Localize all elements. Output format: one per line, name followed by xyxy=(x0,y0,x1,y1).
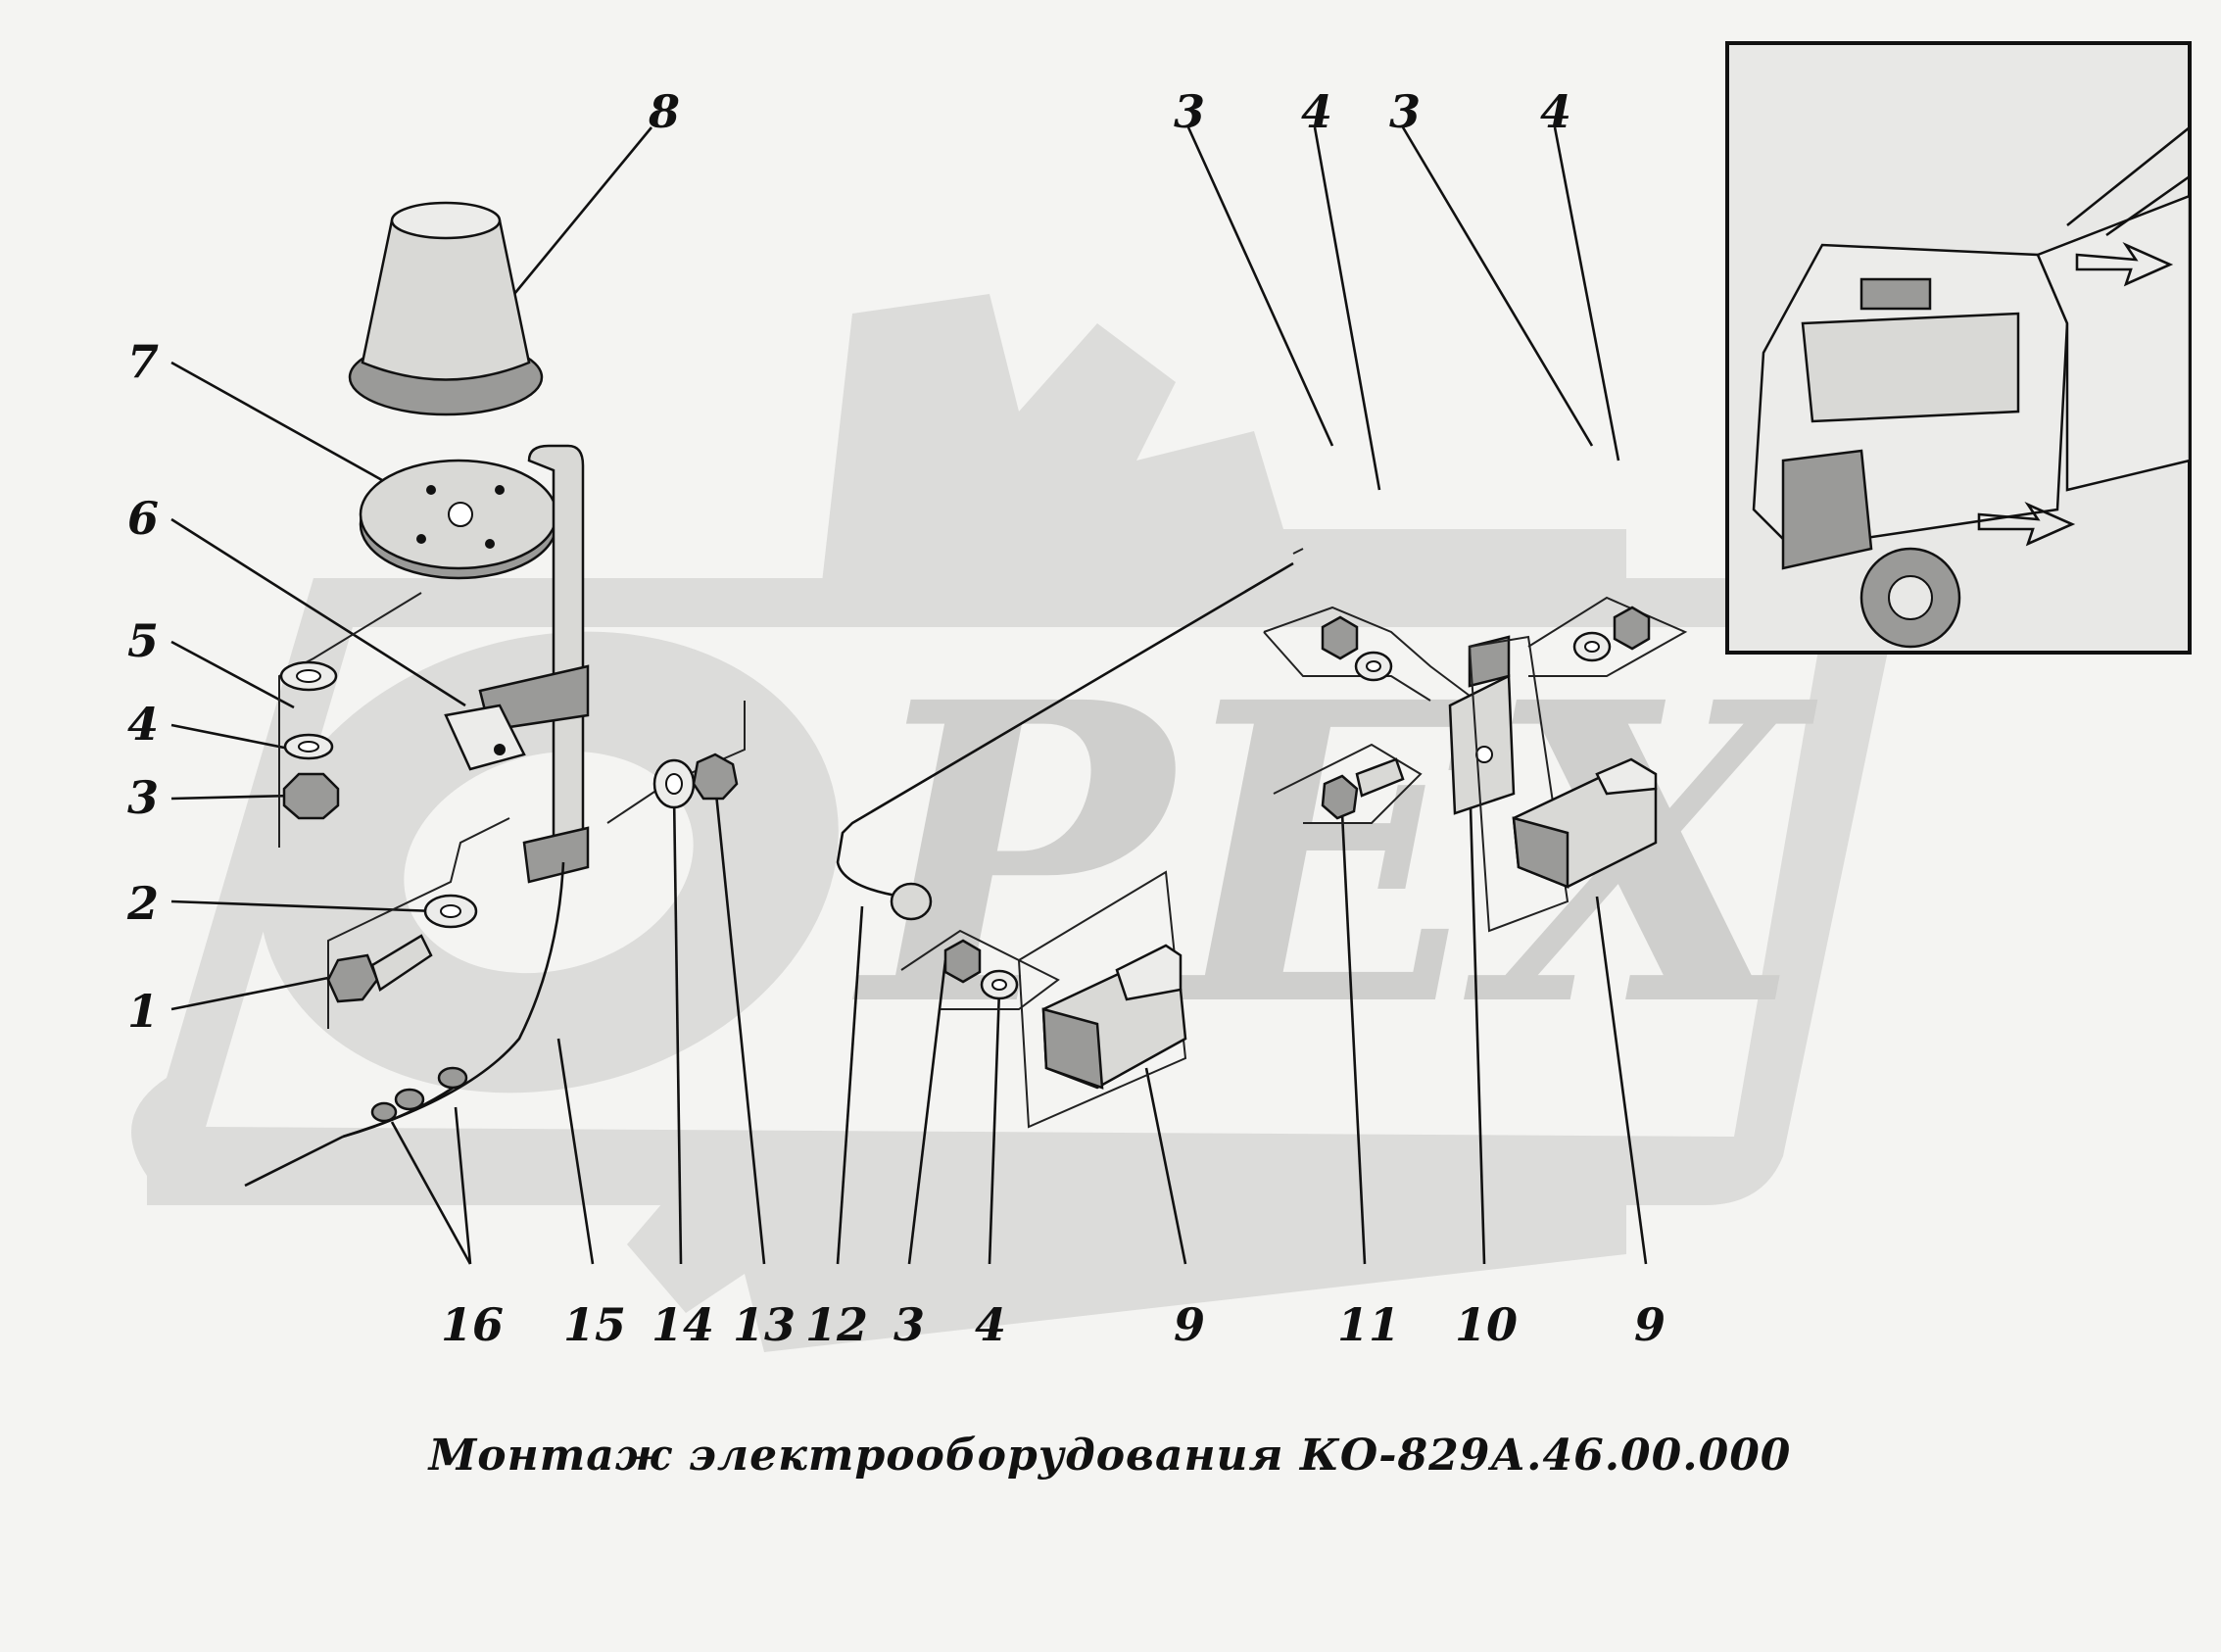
bolt xyxy=(326,934,433,1003)
callout-4-top-a: 4 xyxy=(1301,85,1332,138)
callout-labels: 1 2 3 4 5 6 7 8 3 4 3 4 16 15 14 13 12 3… xyxy=(126,85,1666,1351)
bracket-fasteners xyxy=(652,753,739,809)
callout-14: 14 xyxy=(652,1298,714,1351)
callout-4-bottom: 4 xyxy=(975,1298,1006,1351)
callout-5: 5 xyxy=(127,614,159,667)
callout-9-right: 9 xyxy=(1634,1298,1666,1351)
top-fasteners xyxy=(1321,606,1651,682)
callout-3-top-a: 3 xyxy=(1174,85,1205,138)
mounting-disc xyxy=(359,459,558,580)
clamp-plate xyxy=(444,704,526,771)
callout-3: 3 xyxy=(127,771,159,824)
callout-2: 2 xyxy=(126,877,159,930)
callout-10: 10 xyxy=(1455,1298,1518,1351)
callout-16: 16 xyxy=(441,1298,504,1351)
watermark-letters: PEX xyxy=(849,614,1819,1097)
beacon-lamp xyxy=(348,201,544,416)
callout-12: 12 xyxy=(805,1298,868,1351)
bolt-right xyxy=(1321,757,1405,820)
callout-13: 13 xyxy=(733,1298,796,1351)
side-lamp-left xyxy=(1017,870,1187,1129)
side-lamp-right xyxy=(1468,635,1658,933)
inset-truck-view xyxy=(1725,41,2192,655)
leader-lines xyxy=(170,126,1688,1265)
left-fasteners xyxy=(279,660,478,929)
callout-4: 4 xyxy=(127,698,159,751)
diagram-caption: Монтаж электрооборудования КО-829А.46.00… xyxy=(427,1431,1792,1481)
callout-1: 1 xyxy=(127,985,159,1038)
lamp-fasteners-left xyxy=(943,939,1019,1000)
callout-3-bottom: 3 xyxy=(893,1298,925,1351)
callout-11: 11 xyxy=(1337,1298,1400,1351)
parts xyxy=(244,201,1658,1188)
callout-15: 15 xyxy=(563,1298,626,1351)
callout-4-top-b: 4 xyxy=(1540,85,1571,138)
wiring xyxy=(244,548,1304,1188)
callout-8: 8 xyxy=(648,85,680,138)
callout-3-top-b: 3 xyxy=(1389,85,1421,138)
callout-7: 7 xyxy=(127,335,159,388)
lamp-bracket xyxy=(1448,635,1516,815)
callout-9-left: 9 xyxy=(1174,1298,1205,1351)
bracket-bar xyxy=(478,444,590,884)
callout-6: 6 xyxy=(127,492,159,545)
